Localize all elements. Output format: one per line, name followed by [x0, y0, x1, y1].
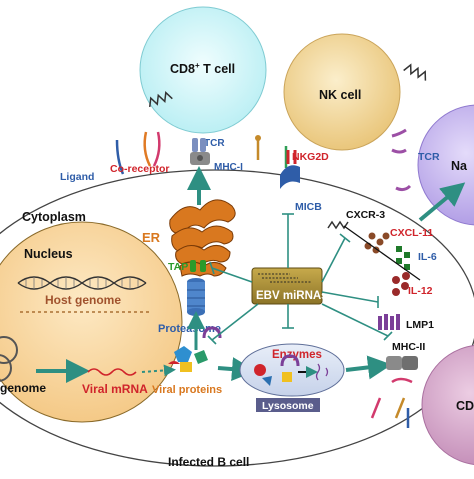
lmp1-label: LMP1 [406, 319, 434, 331]
membrane-receptor-pins-icon [255, 135, 288, 168]
viral-genome-label: genome [0, 381, 46, 395]
viral-mrna-label: Viral mRNA [82, 382, 148, 396]
cxcl11-label: CXCL-11 [390, 227, 433, 239]
tap-label: TAP [168, 261, 188, 273]
cytokine-recruitment-line [343, 225, 421, 281]
micb-molecule-icon [280, 165, 300, 189]
nk-cell-label: NK cell [319, 88, 361, 102]
nucleus-label: Nucleus [24, 247, 73, 261]
tcr-top-label: TCR [204, 138, 225, 149]
viral-proteins-label: Viral proteins [152, 384, 222, 396]
endoplasmic-reticulum [169, 199, 236, 277]
nkg2d-receptor-icon [286, 150, 297, 164]
cd8-t-cell [139, 6, 267, 134]
translation-dotted-arrow [141, 364, 176, 377]
tcr-receptor-icon [192, 138, 206, 152]
viral-mrna-strand [87, 368, 137, 376]
mhc-i-molecule-icon [190, 152, 210, 165]
lmp1-protein-icon [378, 314, 400, 330]
il12-molecules-icon [392, 272, 410, 296]
infected-b-cell-label: Infected B cell [168, 455, 249, 469]
co-receptor-label: Co-receptor [110, 163, 170, 175]
tcr-right-receptor-icon [391, 128, 412, 192]
mhc-ii-presentation-arrow [345, 355, 392, 380]
nk-cell [283, 33, 401, 151]
co-receptor-ligand-icon [115, 131, 161, 175]
host-genome-label: Host genome [45, 293, 121, 307]
nk-cell-spring-icon [403, 63, 427, 81]
mhc-ii-molecule-icon [386, 356, 418, 384]
mhc-ii-label: MHC-II [392, 341, 425, 353]
lysosome-contents-icon [254, 354, 329, 386]
il6-molecules-icon [396, 246, 410, 270]
right-bottom-cell [421, 345, 474, 465]
il6-label: IL-6 [418, 251, 437, 263]
right-top-cell-label: Na [451, 159, 468, 173]
er-label: ER [142, 230, 161, 245]
lysosome-label: Lysosome [262, 400, 314, 412]
micb-label: MICB [295, 201, 322, 213]
viral-genome-episome-icon [0, 336, 18, 382]
mirna-inhibition-lines [207, 213, 393, 345]
viral-proteins-icon [168, 326, 222, 372]
cytokine-secretion-arrow [418, 182, 466, 222]
right-bottom-cell-label: CD [456, 399, 474, 413]
mhc-i-label: MHC-I [214, 162, 243, 173]
ebv-mirnas-label: EBV miRNAs [256, 290, 328, 302]
cd8-cell-spring-icon [149, 90, 173, 108]
ebv-mirnas-box [251, 267, 323, 305]
cxcr3-label: CXCR-3 [346, 209, 385, 221]
il12-label: IL-12 [408, 285, 433, 297]
nkg2d-label: NKG2D [292, 151, 329, 163]
cytoplasm-label: Cytoplasm [22, 210, 86, 224]
proteasome-icon [187, 278, 205, 316]
host-genome-dna-icon [17, 276, 147, 290]
bottom-membrane-receptors-icon [370, 397, 410, 428]
ligand-label: Ligand [60, 171, 94, 183]
lysosome [239, 343, 345, 397]
tap-transporter-icon [190, 260, 206, 272]
tcr-right-label: TCR [418, 151, 440, 163]
lysosome-label-box [256, 398, 320, 412]
cd8-t-cell-label: CD8+ T cell [170, 61, 235, 76]
mirna-strands-icon [258, 273, 312, 283]
